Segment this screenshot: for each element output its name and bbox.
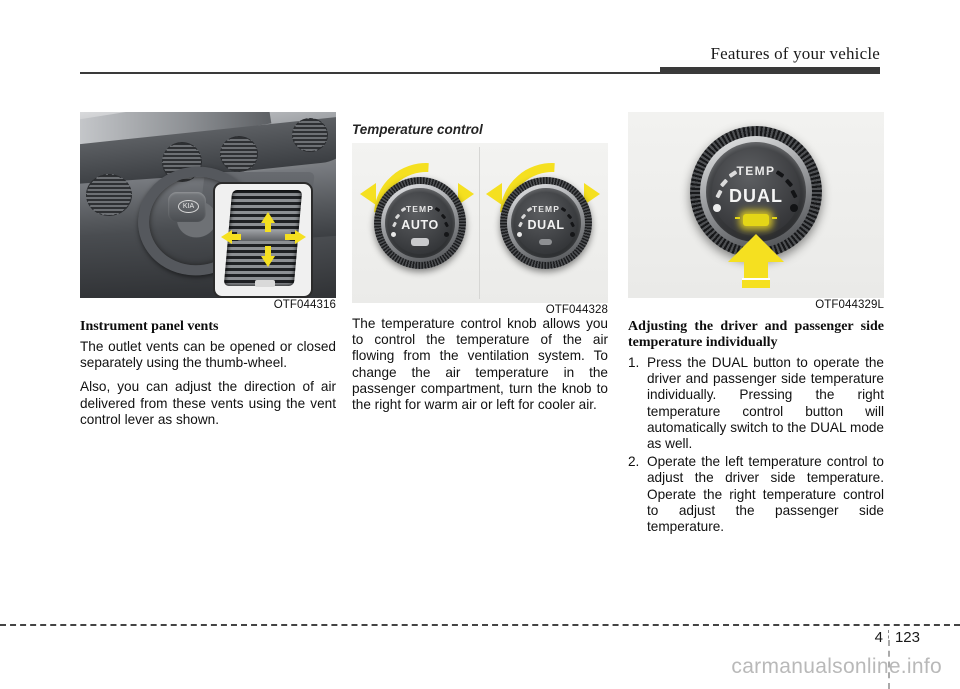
knob-scale-dot-cool [391, 232, 396, 237]
knob-scale-dot-warm [570, 232, 575, 237]
arrow-right-stem [285, 234, 295, 240]
figure-divider [479, 147, 480, 299]
knob-mode-label-auto: AUTO [401, 218, 439, 232]
vent-control-lever [237, 230, 291, 241]
knob-mode-label-dual: DUAL [527, 218, 565, 232]
knob-face: TEMP DUAL [712, 148, 800, 236]
list-item-text: Operate the left temperature control to … [647, 454, 884, 535]
temperature-knob-dual[interactable]: TEMP DUAL [500, 177, 592, 269]
arrow-down-stem [265, 246, 271, 256]
vent-highlight-left-icon [86, 174, 132, 216]
rotation-sweep-arrow-dual-icon [478, 141, 626, 289]
rotation-sweep-arrow-auto-icon [352, 141, 500, 289]
dual-knob-photo: TEMP DUAL [628, 112, 884, 298]
vent-highlight-right-icon [292, 118, 328, 152]
figure-caption: OTF044329L [815, 299, 884, 311]
watermark: carmanualsonline.info [731, 655, 942, 678]
knob-scale-dot-warm [444, 232, 449, 237]
instruction-list: 1. Press the DUAL button to operate the … [628, 355, 884, 535]
column-middle: Temperature control [352, 112, 626, 421]
arrow-down-icon [261, 256, 275, 267]
sweep-arrow-left-tip [486, 183, 502, 205]
paragraph-temperature-control: The temperature control knob allows you … [352, 316, 608, 413]
arrow-up-stem [265, 222, 271, 232]
press-arrow-up-icon [728, 234, 784, 290]
arrow-foot [742, 278, 770, 288]
figure-temperature-control-knobs: TEMP AUTO [352, 141, 626, 316]
header-rule-accent [660, 67, 880, 74]
column-left: KIA OTF044316 Instrument panel vents The… [80, 112, 336, 436]
sweep-arrow-right-tip [584, 183, 600, 205]
thumbwheel-arc-icon [251, 285, 285, 296]
knob-scale-dot-warm [790, 204, 798, 212]
instrument-panel-vents-photo: KIA [80, 112, 336, 298]
knob-center-button-dual[interactable] [539, 239, 552, 245]
knob-scale-dot-cool [517, 232, 522, 237]
page-number: 123 [894, 629, 920, 646]
knob-center-button-auto[interactable] [411, 238, 429, 246]
list-item-number: 1. [628, 355, 640, 370]
list-item-number: 2. [628, 454, 640, 470]
list-item-text: Press the DUAL button to operate the dri… [647, 355, 884, 452]
sweep-arrow-right-tip [458, 183, 474, 205]
dual-button-illuminated[interactable] [735, 214, 777, 226]
list-item: 2. Operate the left temperature control … [628, 454, 884, 535]
vent-detail-callout [213, 182, 313, 298]
knob-temp-label: TEMP [736, 164, 776, 178]
knob-temp-label: TEMP [531, 204, 560, 214]
chapter-number: 4 [874, 629, 883, 646]
paragraph-vents-1: The outlet vents can be opened or closed… [80, 339, 336, 371]
vent-highlight-center-right-icon [220, 136, 258, 172]
page-header: Features of your vehicle [0, 0, 960, 80]
arrow-up-icon [261, 212, 275, 223]
knob-mode-label-dual: DUAL [729, 186, 783, 206]
header-rule [80, 72, 880, 74]
arrow-left-stem [231, 234, 241, 240]
paragraph-vents-2: Also, you can adjust the direction of ai… [80, 379, 336, 427]
temperature-knob-dual-large[interactable]: TEMP DUAL [690, 126, 822, 258]
arrow-head [728, 234, 784, 262]
temperature-knobs-photo: TEMP AUTO [352, 141, 626, 303]
section-heading-adjusting-temperature: Adjusting the driver and passenger side … [628, 319, 884, 350]
arrow-left-icon [221, 230, 232, 244]
knob-face: TEMP AUTO [389, 192, 451, 254]
page-number-block: 4 123 [875, 629, 920, 646]
section-heading-temperature-control: Temperature control [352, 122, 483, 137]
knob-auto-group: TEMP AUTO [352, 141, 500, 299]
knob-temp-label: TEMP [405, 204, 434, 214]
page-number-separator [887, 630, 890, 644]
figure-caption: OTF044328 [545, 304, 608, 316]
knob-scale-dot-cool [713, 204, 721, 212]
column-right: TEMP DUAL OTF044329L Adjusting the drive… [628, 112, 884, 537]
figure-caption: OTF044316 [273, 299, 336, 311]
arrow-shaft [744, 260, 768, 280]
figure-dual-button: TEMP DUAL OTF044329L [628, 112, 884, 311]
sweep-arrow-left-tip [360, 183, 376, 205]
thumbwheel-shape [255, 280, 275, 287]
brand-logo-icon: KIA [178, 200, 199, 213]
knob-face: TEMP DUAL [515, 192, 577, 254]
list-item: 1. Press the DUAL button to operate the … [628, 355, 884, 452]
footer-vertical-rule [888, 640, 890, 689]
page-title: Features of your vehicle [710, 44, 880, 63]
knob-dual-group: TEMP DUAL [478, 141, 626, 299]
footer-divider [0, 624, 960, 626]
temperature-knob-auto[interactable]: TEMP AUTO [374, 177, 466, 269]
figure-instrument-panel-vents: KIA OTF044316 [80, 112, 336, 311]
arrow-right-icon [295, 230, 306, 244]
section-heading-instrument-panel-vents: Instrument panel vents [80, 319, 219, 334]
